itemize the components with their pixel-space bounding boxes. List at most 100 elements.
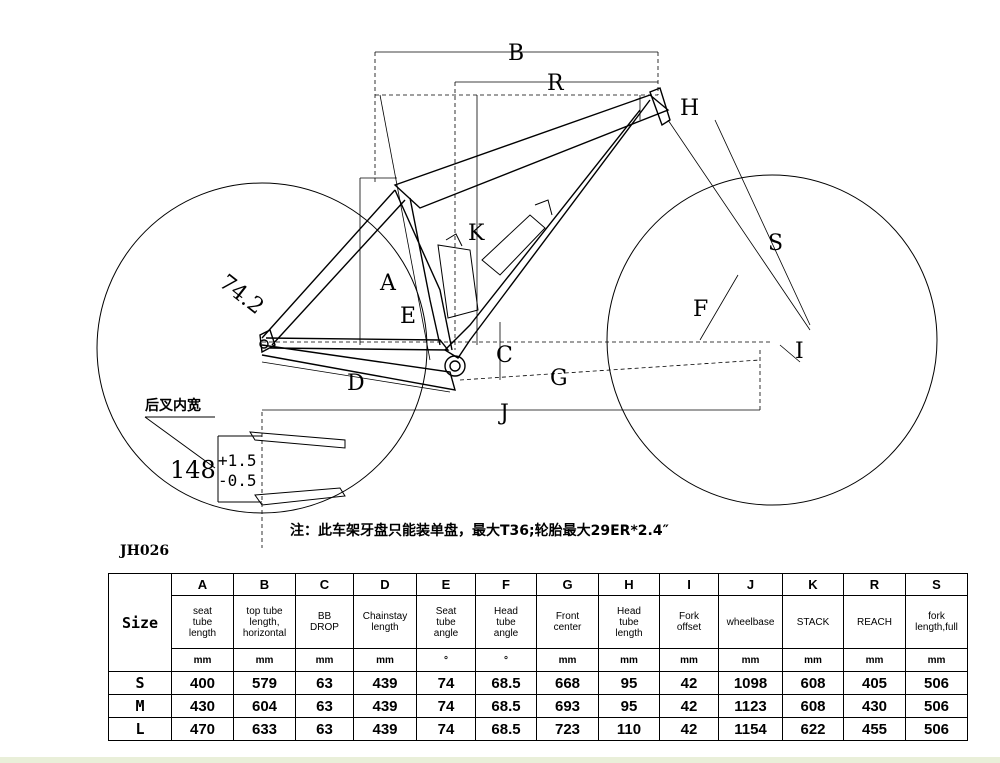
column-description-line: REACH — [856, 616, 892, 628]
dimension-lines — [261, 52, 772, 548]
value-cell: 1098 — [718, 671, 783, 695]
column-unit: mm — [536, 648, 599, 672]
value-cell: 668 — [536, 671, 599, 695]
label-f: F — [693, 297, 708, 322]
value-cell: 400 — [171, 671, 234, 695]
front-wheel — [606, 174, 938, 506]
value-cell: 430 — [171, 694, 234, 718]
column-description-line: tube — [192, 616, 213, 628]
column-description: wheelbase — [718, 595, 783, 649]
column-description-line: BB — [317, 611, 332, 622]
dimension-arrows — [261, 51, 811, 411]
label-g: G — [550, 366, 568, 391]
column-letter: B — [233, 573, 296, 596]
column-letter: K — [782, 573, 844, 596]
value-cell: 439 — [353, 694, 417, 718]
column-unit: mm — [598, 648, 660, 672]
size-cell: M — [108, 694, 172, 718]
column-description-line: seat — [193, 605, 212, 617]
column-letter: S — [905, 573, 968, 596]
column-unit: mm — [718, 648, 783, 672]
column-letter: J — [718, 573, 783, 596]
label-j: J — [498, 401, 509, 426]
value-cell: 608 — [782, 671, 844, 695]
column-unit: mm — [233, 648, 296, 672]
label-h: H — [680, 96, 699, 121]
seat-angle-value: 74.2 — [214, 270, 268, 320]
column-description-line: length, — [249, 616, 280, 628]
column-description-line: tube — [436, 616, 456, 628]
rear-spacing-label: 后叉内宽 — [145, 397, 201, 414]
column-letter: R — [843, 573, 906, 596]
frame — [259, 87, 671, 391]
value-cell: 63 — [295, 694, 354, 718]
column-description-line: Head — [617, 605, 641, 617]
column-description: REACH — [843, 595, 906, 649]
label-k: K — [468, 221, 485, 246]
column-description-line: top tube — [246, 605, 283, 617]
value-cell: 1123 — [718, 694, 783, 718]
value-cell: 110 — [598, 717, 660, 741]
frame-geometry-diagram: B R H K A E S F C D G I J 74.2 后叉内宽 148 … — [96, 41, 938, 548]
value-cell: 622 — [782, 717, 844, 741]
label-i: I — [795, 339, 804, 364]
value-cell: 74 — [416, 717, 476, 741]
value-cell: 74 — [416, 694, 476, 718]
column-description-line: length — [188, 627, 217, 639]
value-cell: 1154 — [718, 717, 783, 741]
value-cell: 633 — [233, 717, 296, 741]
value-cell: 506 — [905, 717, 968, 741]
column-description-line: STACK — [796, 616, 830, 628]
value-cell: 506 — [905, 694, 968, 718]
column-letter: E — [416, 573, 476, 596]
label-e: E — [400, 304, 416, 329]
label-d: D — [347, 371, 365, 396]
column-description-line: Fork — [679, 611, 699, 622]
column-description-line: tube — [619, 616, 639, 628]
value-cell: 68.5 — [475, 671, 537, 695]
column-description-line: tube — [496, 616, 516, 628]
water-bottle-down — [481, 199, 553, 276]
value-cell: 68.5 — [475, 694, 537, 718]
label-r: R — [547, 71, 565, 96]
column-unit: mm — [782, 648, 844, 672]
column-description-line: fork — [928, 611, 945, 622]
label-s: S — [768, 231, 783, 256]
value-cell: 470 — [171, 717, 234, 741]
column-description-line: Chainstay — [362, 611, 408, 622]
rear-spacing-value: 148 — [170, 456, 216, 484]
value-cell: 95 — [598, 671, 660, 695]
value-cell: 506 — [905, 671, 968, 695]
label-c: C — [496, 343, 513, 368]
value-cell: 430 — [843, 694, 906, 718]
water-bottle-seat — [437, 233, 479, 319]
column-description-line: Front — [555, 611, 580, 622]
column-description-line: wheelbase — [726, 616, 775, 628]
value-cell: 455 — [843, 717, 906, 741]
value-cell: 723 — [536, 717, 599, 741]
label-a: A — [379, 271, 397, 296]
column-description-line: angle — [493, 627, 519, 639]
column-unit: mm — [171, 648, 234, 672]
label-b: B — [508, 41, 524, 66]
bottom-strip — [0, 757, 1000, 763]
column-unit: mm — [295, 648, 354, 672]
column-letter: C — [295, 573, 354, 596]
column-letter: I — [659, 573, 719, 596]
column-letter: A — [171, 573, 234, 596]
column-description-line: length,full — [915, 622, 958, 633]
size-cell: S — [108, 671, 172, 695]
value-cell: 439 — [353, 717, 417, 741]
rear-spacing-detail — [144, 416, 346, 506]
column-description-line: Seat — [435, 605, 457, 617]
column-unit: ° — [416, 648, 476, 672]
value-cell: 42 — [659, 717, 719, 741]
